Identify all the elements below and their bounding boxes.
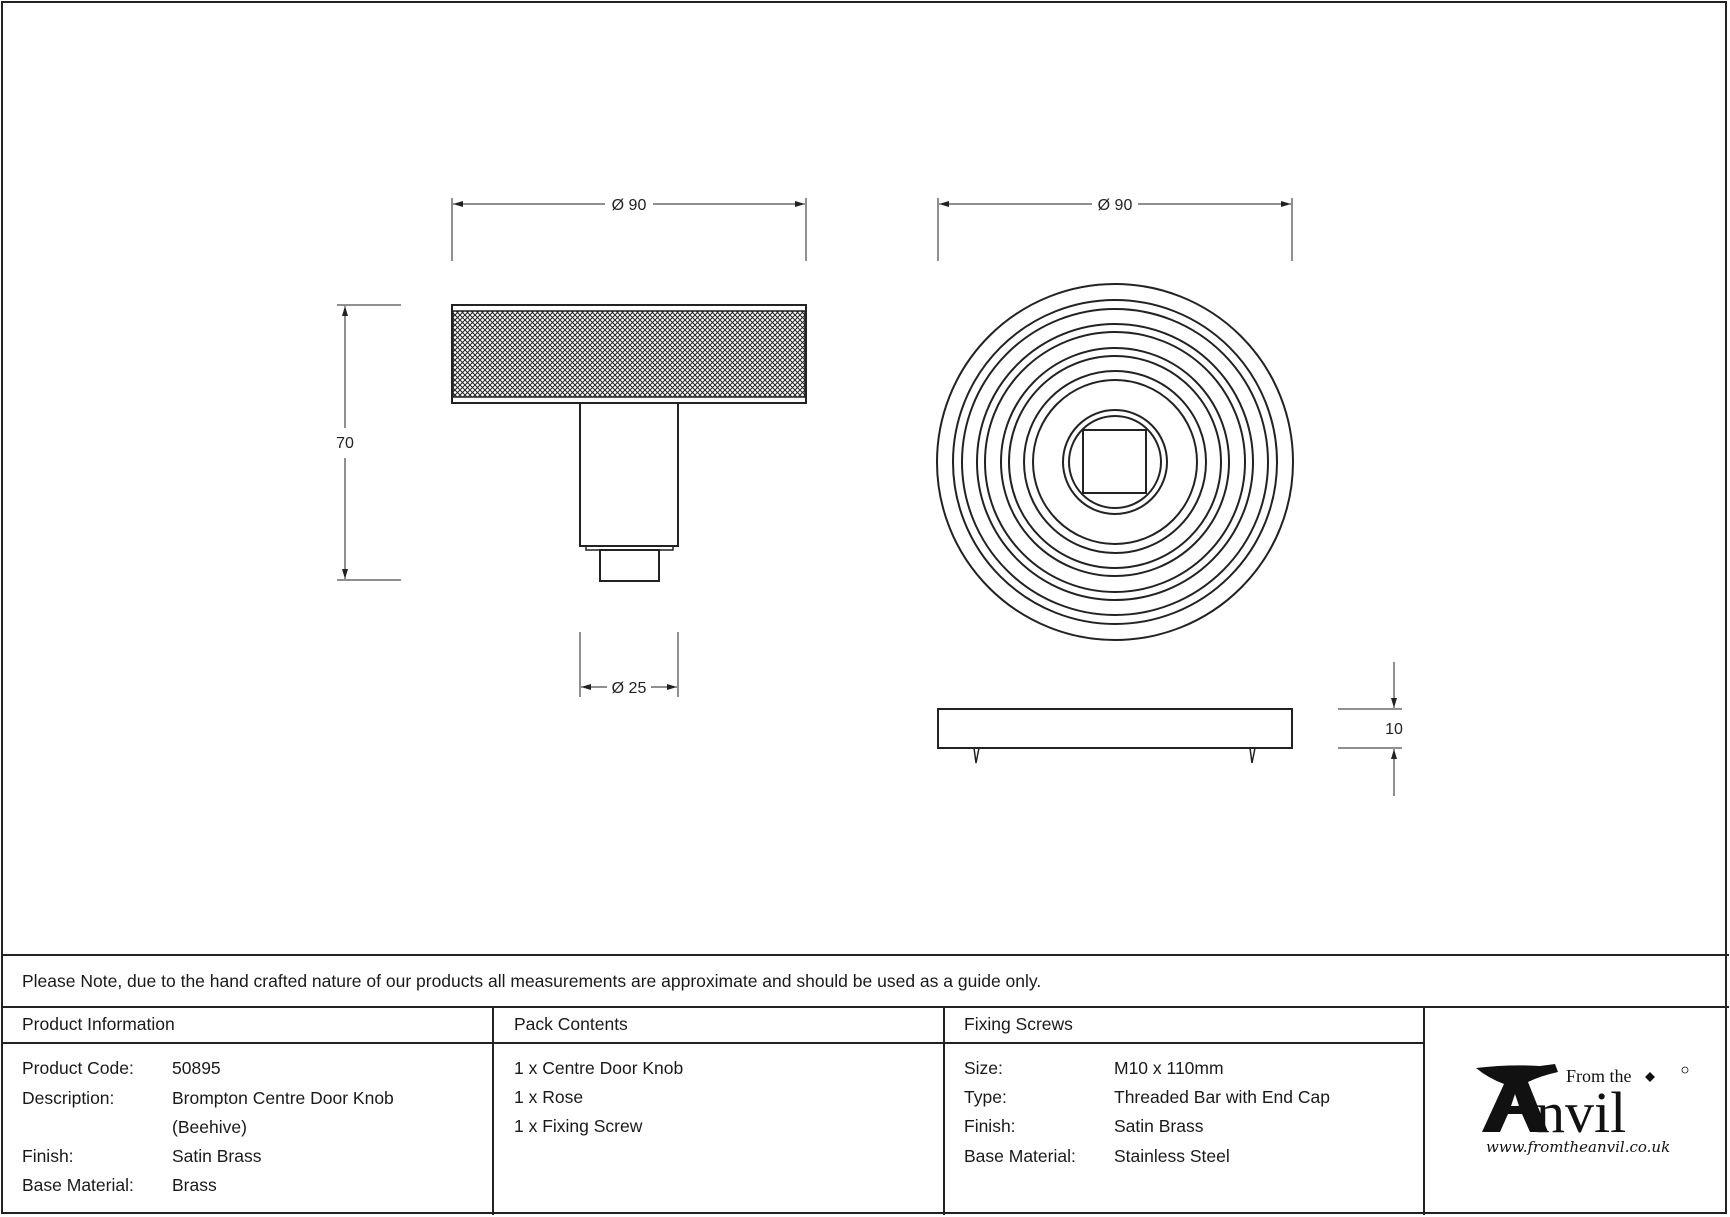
- rose-ring: [1023, 370, 1207, 554]
- svg-text:www.fromtheanvil.co.uk: www.fromtheanvil.co.uk: [1486, 1138, 1670, 1156]
- rose-ring: [952, 299, 1278, 625]
- product-information-heading: Product Information: [22, 1014, 175, 1034]
- description-value-cont: (Beehive): [172, 1117, 247, 1137]
- screw-base-material-value: Stainless Steel: [1114, 1146, 1230, 1166]
- divider: [943, 1006, 945, 1215]
- rose-ring: [961, 308, 1269, 616]
- rose-ring: [984, 331, 1246, 593]
- finish-label: Finish:: [22, 1146, 74, 1166]
- svg-text:From the: From the: [1566, 1066, 1632, 1086]
- stem-diameter-label: Ø 25: [612, 680, 647, 697]
- screw-base-material-label: Base Material:: [964, 1146, 1076, 1166]
- rose-diameter-label: Ø 90: [1098, 197, 1133, 214]
- fixing-screws-heading: Fixing Screws: [964, 1014, 1073, 1034]
- size-value: M10 x 110mm: [1114, 1058, 1224, 1078]
- rose-ring: [936, 283, 1294, 641]
- rose-ring: [1008, 355, 1222, 569]
- screw-finish-label: Finish:: [964, 1116, 1016, 1136]
- pack-item: 1 x Rose: [514, 1087, 584, 1107]
- technical-drawing: Ø 90 70 Ø 25 Ø 90 10: [336, 197, 1403, 796]
- svg-text:nvil: nvil: [1536, 1080, 1626, 1145]
- square-spindle-hole: [1082, 429, 1147, 494]
- type-label: Type:: [964, 1087, 1007, 1107]
- pack-contents-heading: Pack Contents: [514, 1014, 628, 1034]
- base-material-value: Brass: [172, 1175, 217, 1195]
- base-material-label: Base Material:: [22, 1175, 134, 1195]
- screw-finish-value: Satin Brass: [1114, 1116, 1204, 1136]
- measurement-note: Please Note, due to the hand crafted nat…: [22, 971, 1042, 991]
- description-label: Description:: [22, 1088, 115, 1108]
- description-value: Brompton Centre Door Knob: [172, 1088, 394, 1108]
- product-code-value: 50895: [172, 1058, 221, 1078]
- rose-side-view: [937, 708, 1293, 764]
- type-value: Threaded Bar with End Cap: [1114, 1087, 1330, 1107]
- divider: [492, 1006, 494, 1215]
- pack-item: 1 x Fixing Screw: [514, 1116, 643, 1136]
- divider: [1, 954, 1729, 956]
- from-the-anvil-logo: From the nvil www.fromtheanvil.co.uk: [1476, 1064, 1689, 1156]
- rose-ring: [1062, 409, 1168, 515]
- product-code-label: Product Code:: [22, 1058, 134, 1078]
- rose-ring: [1032, 379, 1198, 545]
- size-label: Size:: [964, 1058, 1003, 1078]
- rose-ring: [1000, 347, 1230, 577]
- pack-item: 1 x Centre Door Knob: [514, 1058, 684, 1078]
- knob-height-label: 70: [336, 435, 354, 452]
- knob-diameter-label: Ø 90: [612, 197, 647, 214]
- divider: [1423, 1006, 1425, 1215]
- finish-value: Satin Brass: [172, 1146, 262, 1166]
- knob-side-view: [451, 304, 807, 582]
- rose-front-view: [936, 283, 1294, 641]
- rose-thickness-label: 10: [1385, 721, 1403, 738]
- divider: [1, 1042, 1425, 1044]
- rose-ring: [1068, 415, 1162, 509]
- divider: [1, 1006, 1729, 1008]
- rose-ring: [976, 323, 1254, 601]
